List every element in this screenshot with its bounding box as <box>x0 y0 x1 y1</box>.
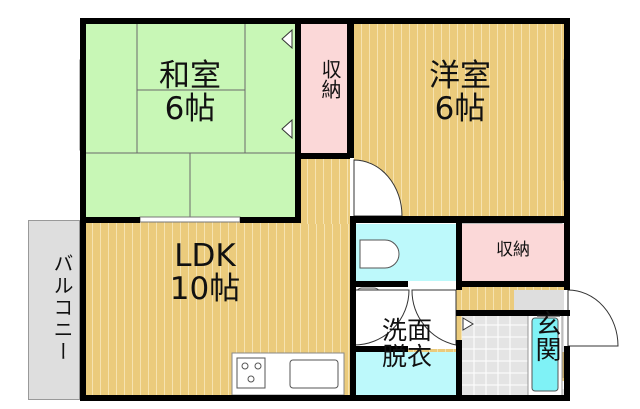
tatami-lines <box>85 24 295 218</box>
ldk-label: LDK 10帖 <box>140 240 270 305</box>
washroom-label: 洗面脱衣 <box>381 316 432 372</box>
genkan-label: 玄関 <box>531 310 561 362</box>
entrance-door <box>567 289 619 347</box>
japanese-room-name: 和室 <box>159 58 221 94</box>
closet-small-label: 収納 <box>496 240 530 260</box>
ldk-size: 10帖 <box>169 270 241 307</box>
sink-icon <box>289 359 339 389</box>
western-room-label: 洋室 6帖 <box>400 60 520 125</box>
closet-door-upper <box>281 28 293 50</box>
ldk-room-upper <box>300 158 350 224</box>
balcony-label: バルコニー <box>50 253 74 363</box>
bathroom-tile-grid <box>462 313 528 396</box>
western-room-name: 洋室 <box>429 58 491 94</box>
door-swings <box>281 28 619 347</box>
kitchen-counter <box>231 352 345 396</box>
bathroom-door <box>462 317 474 331</box>
western-room-size: 6帖 <box>434 90 486 127</box>
balcony <box>28 220 80 400</box>
closet-top-label: 収納 <box>318 59 342 99</box>
japanese-room-label: 和室 6帖 <box>130 60 250 125</box>
washroom-door <box>411 289 457 346</box>
toilet-icon <box>359 239 400 269</box>
closet-small <box>462 224 564 282</box>
walls <box>80 18 570 401</box>
bathtub-icon <box>531 317 559 392</box>
japanese-room-size: 6帖 <box>164 90 216 127</box>
washroom-floor <box>356 352 456 396</box>
western-room-door <box>353 159 403 217</box>
stove-icon <box>236 357 266 389</box>
ldk-name: LDK <box>174 238 236 274</box>
closet-top <box>300 24 347 153</box>
toilet-door <box>353 289 410 346</box>
closet-door-lower <box>281 118 293 140</box>
